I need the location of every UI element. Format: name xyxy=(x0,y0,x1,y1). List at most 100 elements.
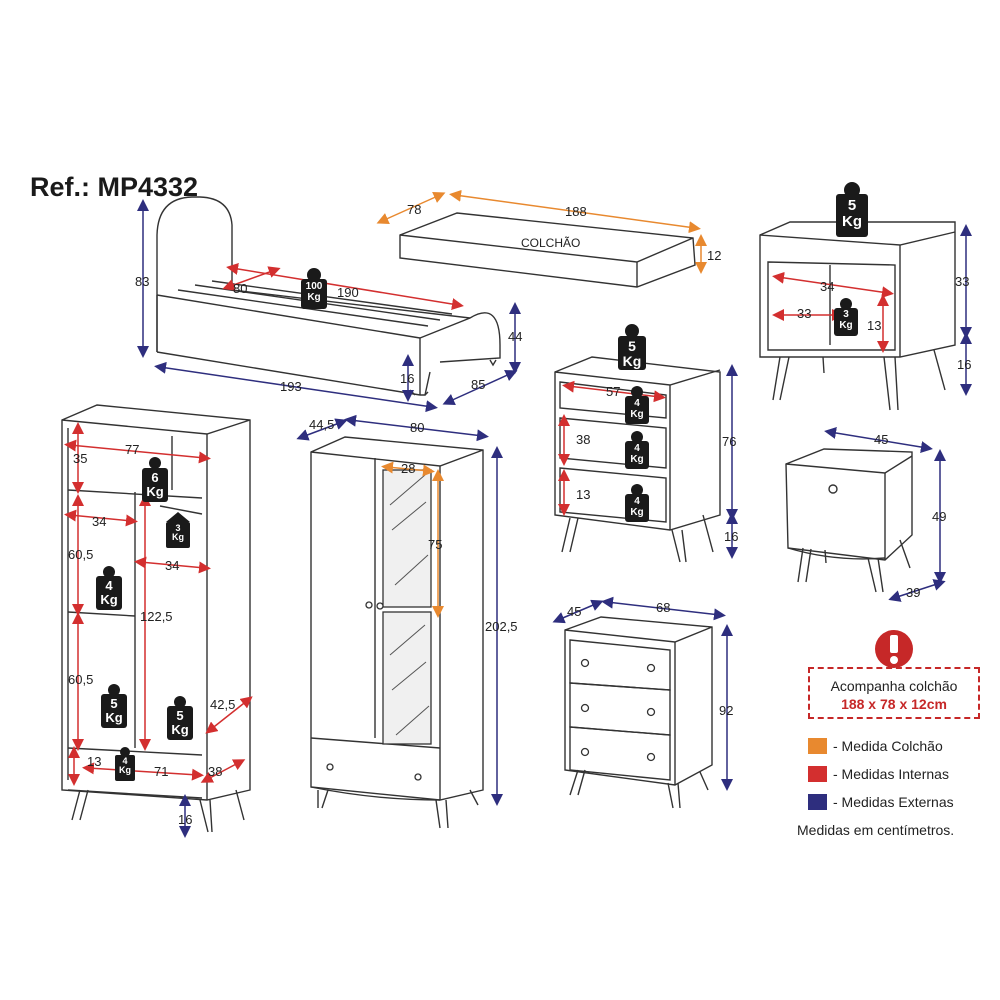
wardrobe-dim-height: 202,5 xyxy=(485,619,518,634)
wardrobe-dim-mirror-height: 75 xyxy=(428,537,443,552)
drawer-knob-icon xyxy=(580,658,590,668)
drawer-knob-icon xyxy=(580,703,590,713)
wardrobe-mirror xyxy=(382,469,432,745)
nightstand-closed-dim-width: 45 xyxy=(874,432,889,447)
nightstand-open-dim-inner-width-line xyxy=(772,271,894,299)
legend-label-external: - Medidas Externas xyxy=(833,794,954,810)
legend-label-internal: - Medidas Internas xyxy=(833,766,949,782)
wardrobe-interior-dim-width: 77 xyxy=(125,442,140,457)
bed-dim-depth-line xyxy=(442,370,518,405)
wardrobe-interior-dim-drawer-width: 71 xyxy=(154,764,169,779)
wardrobe-dim-depth-line xyxy=(296,418,348,441)
reference-title: Ref.: MP4332 xyxy=(30,172,199,202)
mattress-label: COLCHÃO xyxy=(521,236,581,250)
mattress-drawing xyxy=(399,212,696,288)
drawer-knob-icon xyxy=(646,752,656,762)
nightstand-open-dim-height: 33 xyxy=(955,274,970,289)
wardrobe-weight-shelf: 4 Kg xyxy=(100,578,118,607)
nightstand-closed-dim-height: 49 xyxy=(932,509,947,524)
wardrobe-interior-dim-top: 35 xyxy=(73,451,88,466)
wardrobe-interior-dim-shelf-2: 60,5 xyxy=(68,672,94,687)
alert-icon xyxy=(875,630,913,668)
nightstand-open-dim-inner-width: 34 xyxy=(820,279,835,294)
drawer-knob-icon xyxy=(828,484,838,494)
door-knob-icon xyxy=(365,601,373,609)
dresser-dim-leg: 16 xyxy=(724,529,739,544)
bed-dim-side-height: 44 xyxy=(508,329,523,344)
mattress-notice: Acompanha colchão 188 x 78 x 12cm xyxy=(808,667,980,719)
chest-dim-depth-line xyxy=(552,599,604,624)
chest-dim-depth: 45 xyxy=(567,604,582,619)
mattress-dim-depth: 78 xyxy=(407,202,422,217)
dresser-weight-shelf-3: 4 Kg xyxy=(630,496,644,518)
dresser-dim-height: 76 xyxy=(722,434,737,449)
wardrobe-weight-bottom-right: 5 Kg xyxy=(171,708,189,737)
bed-dim-inner-width: 80 xyxy=(233,281,248,296)
wardrobe-interior-dim-shelf-1: 60,5 xyxy=(68,547,94,562)
weight-badge-icon xyxy=(96,182,868,781)
legend-item-mattress: - Medida Colchão xyxy=(808,737,943,755)
bed-dim-inner-length-line xyxy=(226,263,464,310)
legend-swatch-mattress xyxy=(808,738,827,754)
dresser-weight-shelf-1: 4 Kg xyxy=(630,398,644,420)
bed-drawing xyxy=(156,196,501,396)
bed-dim-length-line xyxy=(154,361,438,413)
bed-dim-depth: 85 xyxy=(471,377,486,392)
drawer-knob-icon xyxy=(646,707,656,717)
drawer-knob-icon xyxy=(580,747,590,757)
mattress-dim-depth-line xyxy=(376,191,446,225)
drawer-knob-icon xyxy=(646,663,656,673)
wardrobe-interior-dim-drawer-depth: 38 xyxy=(208,764,223,779)
wardrobe-interior-dim-drawer-width-line xyxy=(82,762,204,781)
wardrobe-dim-mirror-width: 28 xyxy=(401,461,416,476)
wardrobe-dim-mirror-width-line xyxy=(381,461,435,477)
notice-line-1: Acompanha colchão xyxy=(830,678,958,694)
wardrobe-weight-bottom-left: 5 Kg xyxy=(105,696,123,725)
wardrobe-weight-rod: 3 Kg xyxy=(172,523,184,543)
dresser-weight-shelf-2: 4 Kg xyxy=(630,443,644,465)
nightstand-closed-dim-depth-line xyxy=(888,579,946,602)
wardrobe-interior-dim-hanging: 122,5 xyxy=(140,609,173,624)
legend-item-external: - Medidas Externas xyxy=(808,793,954,811)
door-knob-icon xyxy=(376,602,384,610)
mirror-glare xyxy=(389,474,430,736)
wardrobe-interior-dim-drawer-depth-line xyxy=(200,759,246,783)
wardrobe-interior-dim-side: 42,5 xyxy=(210,697,236,712)
wardrobe-dim-width: 80 xyxy=(410,420,425,435)
legend-swatch-external xyxy=(808,794,827,810)
notice-line-2: 188 x 78 x 12cm xyxy=(841,696,947,712)
wardrobe-interior-dim-side-line xyxy=(205,696,253,734)
drawer-knob-icon xyxy=(414,773,422,781)
nightstand-open-weight-inner: 3 Kg xyxy=(839,309,853,331)
wardrobe-interior-dim-drawer-height: 13 xyxy=(87,754,102,769)
nightstand-closed-drawing xyxy=(785,448,913,593)
wardrobe-interior-dim-leg: 16 xyxy=(178,812,193,827)
bed-weight: 100 Kg xyxy=(305,281,323,303)
nightstand-closed-dim-depth: 39 xyxy=(906,585,921,600)
mattress-dim-thickness: 12 xyxy=(707,248,722,263)
legend-label-mattress: - Medida Colchão xyxy=(833,738,943,754)
nightstand-open-drawing xyxy=(759,221,956,411)
wardrobe-weight-drawer: 4 Kg xyxy=(119,756,131,776)
mattress-dim-length: 188 xyxy=(565,204,587,219)
dresser-dim-shelf-2: 13 xyxy=(576,487,591,502)
wardrobe-weight-top-shelf: 6 Kg xyxy=(146,470,164,499)
legend-swatch-internal xyxy=(808,766,827,782)
chest-drawing xyxy=(564,616,713,809)
dresser-dim-inner-width-line xyxy=(562,380,666,403)
wardrobe-dim-width-line xyxy=(344,414,489,442)
wardrobe-dim-depth: 44,5 xyxy=(309,417,335,432)
wardrobe-interior-dim-left-width: 34 xyxy=(92,514,107,529)
bed-dim-length: 193 xyxy=(280,379,302,394)
nightstand-open-dim-inner-height: 13 xyxy=(867,318,882,333)
bed-dim-inner-length: 190 xyxy=(337,285,359,300)
nightstand-closed-dim-width-line xyxy=(824,427,933,453)
chest-dim-width-line xyxy=(601,596,726,621)
nightstand-open-weight-top: 5 Kg xyxy=(842,197,862,230)
units-note: Medidas em centímetros. xyxy=(797,822,955,838)
dresser-weight-top: 5 Kg xyxy=(622,338,642,369)
wardrobe-interior-dim-width-line xyxy=(64,439,211,464)
nightstand-open-dim-inner-depth: 33 xyxy=(797,306,812,321)
wardrobe-interior-dim-right-width: 34 xyxy=(165,558,180,573)
